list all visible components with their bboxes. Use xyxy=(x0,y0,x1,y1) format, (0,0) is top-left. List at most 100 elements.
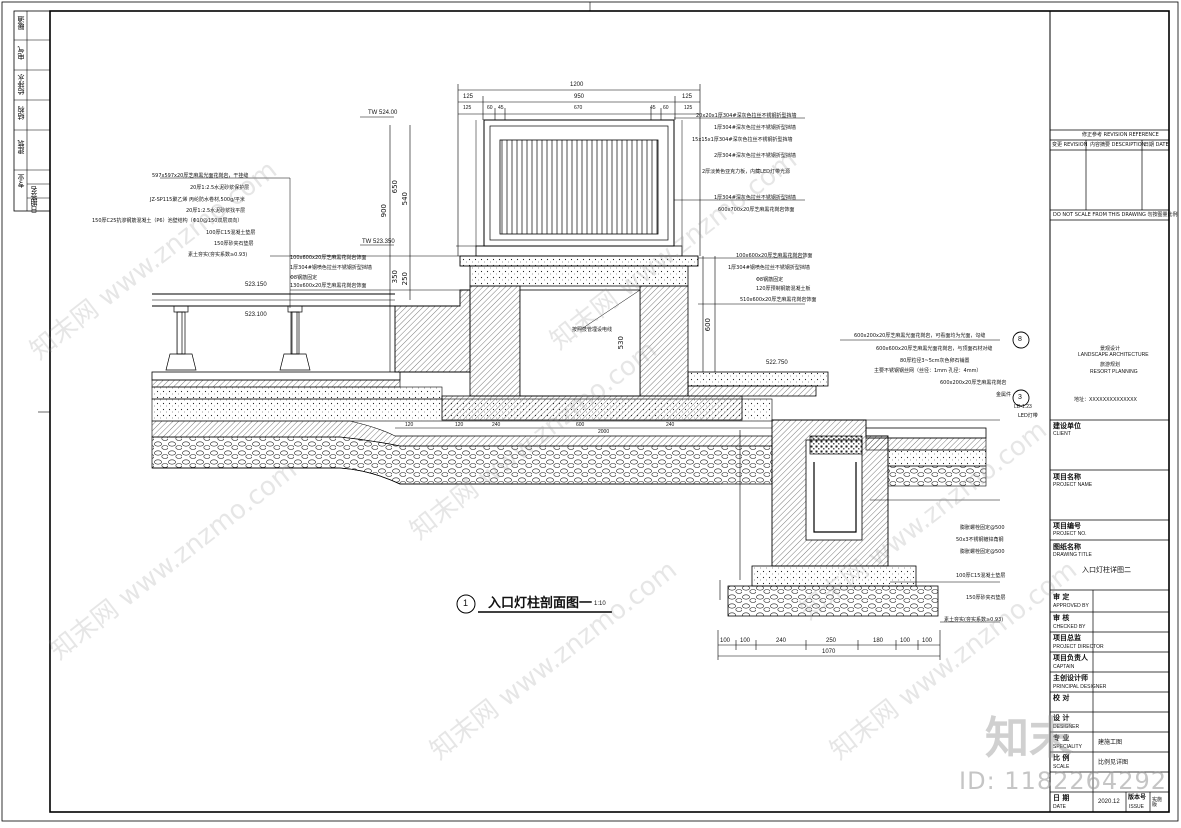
elevation-deck: 523.150 xyxy=(245,282,267,288)
check-label: 校 对 xyxy=(1053,694,1070,702)
discipline-label: 建筑 xyxy=(17,140,25,154)
dim-bottom: 120 xyxy=(405,422,414,428)
company-name: 景观设计 xyxy=(1100,346,1121,352)
dim-bottom-total: 2000 xyxy=(598,429,610,435)
section-scale: 1:10 xyxy=(594,601,606,607)
design-label-en: DESIGNER xyxy=(1053,724,1080,730)
elevation-tw-top: TW 524.00 xyxy=(368,110,398,116)
checked-label-en: CHECKED BY xyxy=(1053,624,1086,630)
project-name-label-en: PROJECT NAME xyxy=(1053,482,1093,488)
issue-value: 实施版 xyxy=(1152,797,1163,808)
project-no-label-en: PROJECT NO. xyxy=(1053,531,1087,537)
note-right-top: 2厚304#深灰色拉丝不锈钢折型挡墙 xyxy=(714,153,796,159)
dim-bottom: 100 xyxy=(720,638,731,644)
note-right-mid: Φ8钢筋固定 xyxy=(756,277,784,283)
date-label-en: DATE xyxy=(1053,804,1066,810)
scale-value: 比例见详图 xyxy=(1098,759,1129,766)
note-mid-left: Φ8钢筋固定 xyxy=(290,275,318,281)
dim-label: 45 xyxy=(650,105,656,111)
company-sub-en: RESORT PLANNING xyxy=(1090,369,1138,375)
dim-vertical: 650 xyxy=(391,180,399,194)
section-title: 入口灯柱剖面图一 xyxy=(488,596,593,611)
note-right-mid: 120厚预制钢筋混凝土板 xyxy=(756,286,811,292)
note-drain: 80厚粒径3~5cm灰色卵石铺置 xyxy=(900,358,970,364)
company-sub: 旅游规划 xyxy=(1100,362,1121,368)
dim-label: 950 xyxy=(574,94,585,100)
discipline-label: 给排水 xyxy=(17,74,25,95)
dim-bottom: 100 xyxy=(900,638,911,644)
dim-bottom: 250 xyxy=(826,638,837,644)
date-label: 日 期 xyxy=(1053,794,1070,802)
note-drain-lower: 100厚C15混凝土垫层 xyxy=(956,573,1006,579)
dim-vertical: 600 xyxy=(704,318,712,332)
section-number: 1 xyxy=(463,598,469,608)
dim-bottom: 600 xyxy=(576,422,585,428)
project-no-label: 项目编号 xyxy=(1053,522,1081,530)
dim-label: 125 xyxy=(463,94,474,100)
approved-label-en: APPROVED BY xyxy=(1053,603,1089,609)
note-drain: LED灯带 xyxy=(1018,413,1038,419)
revision-col: 内容摘要 DESCRIPTION xyxy=(1090,142,1146,148)
revision-header: 修正参考 REVISION REFERENCE xyxy=(1082,132,1159,138)
drawing-title-value: 入口灯柱详图二 xyxy=(1082,566,1131,574)
note-right-mid: 510x600x20厚芝麻黑花岗岩饰面 xyxy=(740,297,817,303)
note-right-top: 20x20x1厚304#深灰色拉丝不锈钢折型挡墙 xyxy=(696,113,797,119)
watermark-logo: 知末 xyxy=(985,713,1073,764)
note-drain-lower: 50x3不锈钢镀锌角钢 xyxy=(956,537,1004,543)
elevation-deck-base: 523.100 xyxy=(245,312,267,318)
note-mid-left: 1厚304#钢喷色拉丝不锈钢折型挡墙 xyxy=(290,265,372,271)
dim-bottom: 120 xyxy=(455,422,464,428)
specialty-label: 专 业 xyxy=(1053,734,1070,742)
note-drain: 600x200x20厚芝麻黑光面花岗岩，可看面均为光面，勾缝 xyxy=(854,333,986,339)
company-name-en: LANDSCAPE ARCHITECTURE xyxy=(1078,352,1149,358)
date-value: 2020.12 xyxy=(1098,799,1120,805)
discipline-label: 电气 xyxy=(17,46,25,60)
dim-bottom: 100 xyxy=(740,638,751,644)
note-drain: 金属件 xyxy=(996,392,1012,398)
company-address: 地址：XXXXXXXXXXXXXX xyxy=(1074,397,1137,403)
checked-label: 审 核 xyxy=(1053,614,1070,622)
dim-vertical: 530 xyxy=(617,336,625,350)
dim-bottom: 240 xyxy=(776,638,787,644)
note-left: 素土夯实(夯实系数≥0.93) xyxy=(188,252,248,258)
designer-label: 主创设计师 xyxy=(1053,674,1088,682)
dim-label: 125 xyxy=(684,105,693,111)
captain-label: 项目负责人 xyxy=(1053,654,1088,662)
note-drain: 600x200x20厚芝麻黑花岗岩 xyxy=(940,380,1007,386)
dim-bottom: 180 xyxy=(873,638,884,644)
note-right-mid: 100x600x20厚芝麻黑花岗岩饰面 xyxy=(736,253,813,259)
note-drain-lower: 素土夯实(夯实系数≥0.93) xyxy=(944,617,1004,623)
note-drain: 600x600x20厚芝麻黑光面花岗岩，与顶面石材对缝 xyxy=(876,346,993,352)
note-mid-left: 100x600x20厚芝麻黑花岗岩饰面 xyxy=(290,255,367,261)
note-right-top: 1厚304#深灰色拉丝不锈钢折型挡墙 xyxy=(714,125,796,131)
note-drain-lower: 膨胀螺栓固定@500 xyxy=(960,525,1005,531)
dim-bottom: 240 xyxy=(492,422,501,428)
note-left: 100厚C15混凝土垫层 xyxy=(206,230,256,236)
dim-label: 60 xyxy=(663,105,669,111)
note-right-top: 600x700x20厚芝麻黑花岗岩饰面 xyxy=(718,207,795,213)
dim-overall: 1200 xyxy=(570,82,584,88)
note-left: 597x597x20厚芝麻黑光面花岗岩，干挂缝 xyxy=(152,173,249,179)
dim-bottom: 240 xyxy=(666,422,675,428)
dim-vertical: 540 xyxy=(401,192,409,206)
note-left: 20厚1:2.5水泥砂浆保护层 xyxy=(190,185,250,191)
dim-bottom-total: 1070 xyxy=(822,649,836,655)
dim-label: 45 xyxy=(498,105,504,111)
specialty-label-en: SPECIALITY xyxy=(1053,744,1082,750)
note-drain: LD-1.23 xyxy=(1014,404,1032,410)
director-label-en: PROJECT DIRECTOR xyxy=(1053,644,1104,650)
dim-label: 670 xyxy=(574,105,583,111)
revision-col: 日期 DATE xyxy=(1144,142,1169,148)
dim-bottom: 100 xyxy=(922,638,933,644)
approved-label: 审 定 xyxy=(1053,593,1070,601)
elevation-tw-mid: TW 523.350 xyxy=(362,239,395,245)
dim-label: 60 xyxy=(487,105,493,111)
scale-label: 比 例 xyxy=(1053,754,1070,762)
client-label-en: CLIENT xyxy=(1053,431,1071,437)
note-right-top: 15x15x1厚304#深灰色拉丝不锈钢折型挡墙 xyxy=(692,137,793,143)
note-right-mid: 1厚304#钢喷色拉丝不锈钢折型挡墙 xyxy=(728,265,810,271)
scale-label-en: SCALE xyxy=(1053,764,1070,770)
note-drain-lower: 150厚砂夹石垫层 xyxy=(966,595,1006,601)
